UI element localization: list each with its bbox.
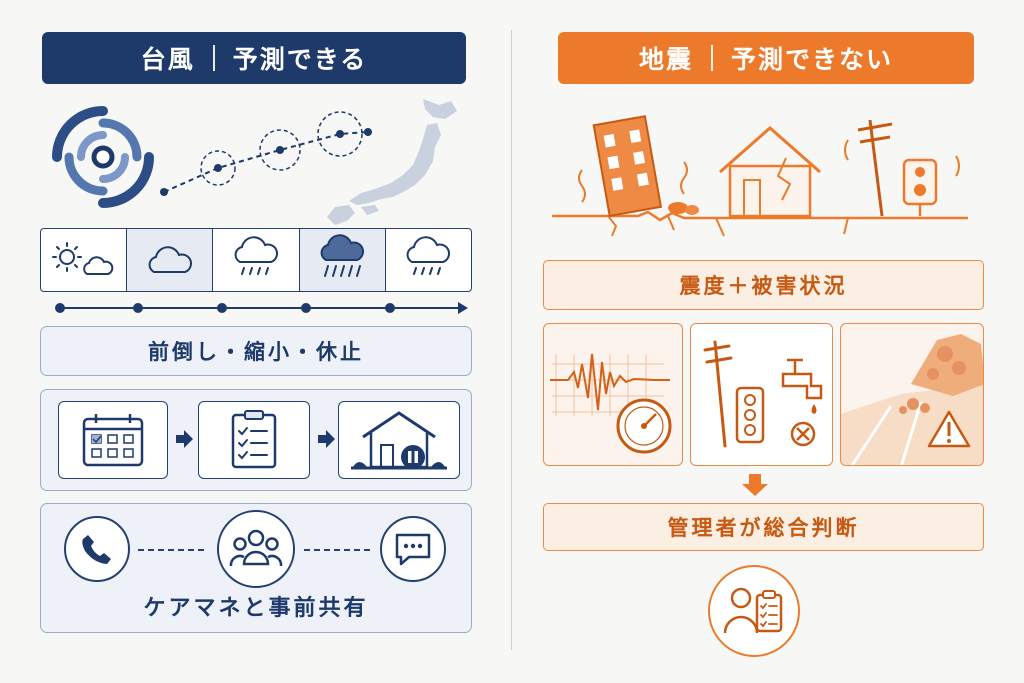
cloud-icon — [148, 246, 192, 273]
phone-circle — [64, 516, 130, 582]
judgment-label: 管理者が総合判断 — [667, 516, 860, 540]
center-divider — [511, 30, 512, 650]
actions-label: 前倒し・縮小・休止 — [148, 340, 364, 364]
weather-forecast-strip — [40, 228, 472, 292]
typhoon-header: 台風 予測できる — [42, 32, 466, 84]
seismograph-icon — [550, 353, 672, 454]
checklist-icon — [231, 410, 277, 469]
weather-cell — [386, 229, 471, 291]
header-separator — [711, 45, 713, 71]
seismic-card — [543, 323, 683, 466]
damage-label: 震度＋被害状況 — [679, 274, 848, 298]
heavy-rain-cloud-icon — [320, 234, 365, 277]
flow-step-schedule — [58, 401, 168, 479]
connector-dash — [304, 549, 370, 551]
earthquake-header-subtitle: 予測できない — [731, 45, 894, 74]
facility-pause-icon — [351, 411, 447, 470]
utility-pole-icon — [703, 340, 823, 448]
arrow-right-icon — [318, 430, 335, 448]
chat-icon — [395, 533, 431, 566]
weather-cell — [299, 229, 386, 291]
earthquake-damage-illustration — [552, 115, 968, 237]
typhoon-header-title: 台風 — [140, 45, 195, 74]
manager-circle — [708, 565, 800, 657]
rain-cloud-icon — [406, 236, 451, 275]
weather-cell — [127, 229, 214, 291]
header-separator — [212, 45, 215, 71]
weather-cell — [213, 229, 300, 291]
typhoon-header-subtitle: 予測できる — [232, 45, 368, 74]
group-icon — [229, 529, 283, 567]
landslide-warning-icon — [841, 334, 983, 465]
group-circle — [217, 510, 295, 588]
actions-label-box: 前倒し・縮小・休止 — [40, 326, 472, 376]
judgment-label-box: 管理者が総合判断 — [543, 503, 984, 551]
flow-step-checklist — [198, 401, 310, 479]
damage-label-box: 震度＋被害状況 — [543, 260, 984, 310]
rain-cloud-icon — [234, 236, 278, 275]
forecast-track-icon — [160, 111, 372, 196]
no-water-icon — [790, 421, 816, 447]
sun-cloud-icon — [51, 242, 113, 275]
flow-step-suspend — [338, 401, 460, 479]
typhoon-icon — [52, 106, 154, 208]
arrow-down-icon — [742, 474, 768, 496]
timeline-arrow — [55, 302, 468, 314]
calendar-icon — [82, 414, 144, 467]
phone-icon — [82, 535, 111, 564]
weather-cell — [41, 229, 128, 291]
earthquake-header-title: 地震 — [638, 45, 693, 74]
faucet-icon — [781, 358, 823, 414]
manager-checklist-icon — [723, 587, 783, 634]
landslide-card — [840, 323, 984, 466]
connector-dash — [138, 549, 204, 551]
infrastructure-card — [690, 323, 833, 466]
arrow-right-icon — [176, 430, 193, 448]
chat-circle — [380, 516, 446, 582]
share-label: ケアマネと事前共有 — [143, 596, 369, 621]
earthquake-header: 地震 予測できない — [558, 32, 974, 84]
japan-map-icon — [327, 99, 457, 225]
